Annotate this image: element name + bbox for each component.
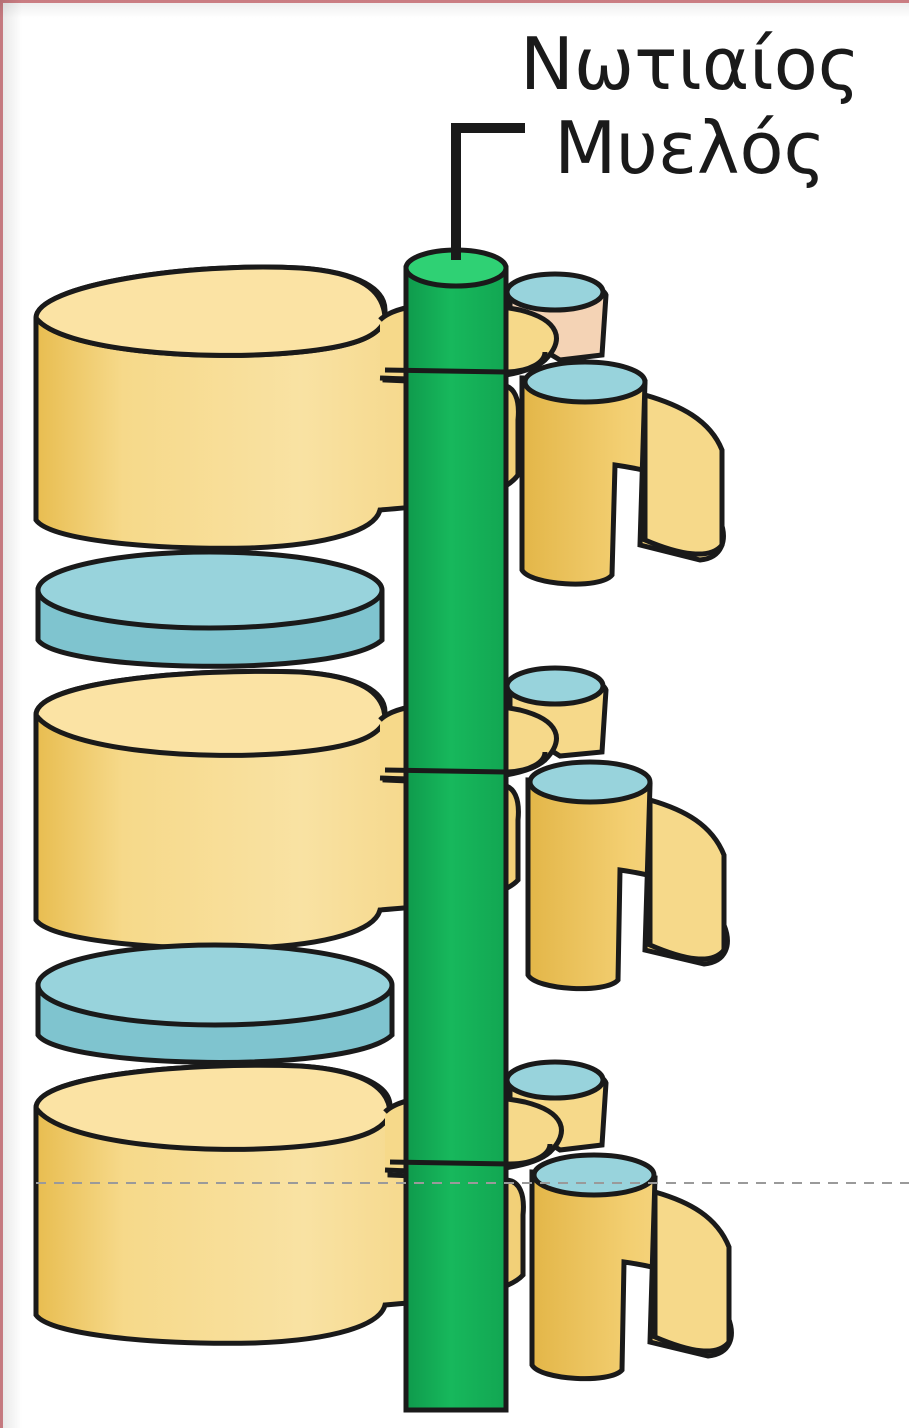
spinal-cord-label: Νωτιαίος Μυελός (500, 22, 880, 190)
vertebra-3 (36, 1062, 731, 1379)
disc-2 (38, 945, 392, 1062)
spinal-cord (406, 250, 506, 1410)
vertebra-2 (36, 668, 727, 989)
label-line-2: Μυελός (500, 106, 880, 190)
vertebra-1 (36, 267, 723, 584)
disc-1 (38, 552, 382, 666)
label-line-1: Νωτιαίος (500, 22, 880, 106)
